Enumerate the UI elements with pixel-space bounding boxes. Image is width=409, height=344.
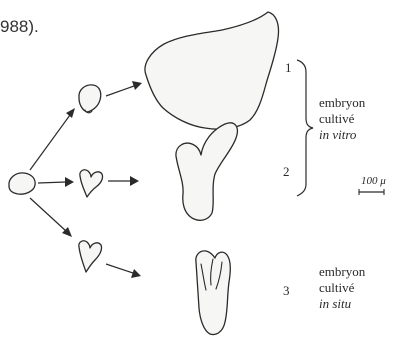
stage-number-1: 1	[285, 60, 292, 75]
embryo-stage-1	[145, 12, 279, 129]
middle-early-embryo	[80, 170, 103, 197]
in-vitro-label-line1: embryon	[319, 95, 365, 110]
stage-number-2: 2	[283, 164, 290, 179]
scale-bar-label: 100 μ	[361, 174, 386, 189]
in-vitro-label-line3: in vitro	[319, 127, 356, 142]
arrow-to-upper	[30, 108, 75, 170]
arrow-to-stage-3	[106, 264, 141, 278]
upper-early-embryo	[79, 85, 101, 112]
arrow-to-stage-1	[106, 81, 142, 96]
in-situ-label-line3: in situ	[319, 296, 351, 311]
in-situ-label-line1: embryon	[319, 264, 365, 279]
stage-number-3: 3	[283, 283, 290, 298]
in-vitro-bracket	[297, 60, 313, 196]
arrow-to-stage-2	[108, 176, 139, 186]
arrow-to-lower	[30, 198, 72, 237]
embryo-stage-2	[176, 123, 237, 220]
initial-embryo	[9, 173, 35, 194]
in-vitro-label-line2: cultivé	[319, 111, 354, 126]
arrow-to-middle	[38, 177, 74, 187]
in-situ-label-line2: cultivé	[319, 280, 354, 295]
embryo-stage-3	[196, 251, 230, 335]
lower-early-embryo	[79, 241, 102, 272]
